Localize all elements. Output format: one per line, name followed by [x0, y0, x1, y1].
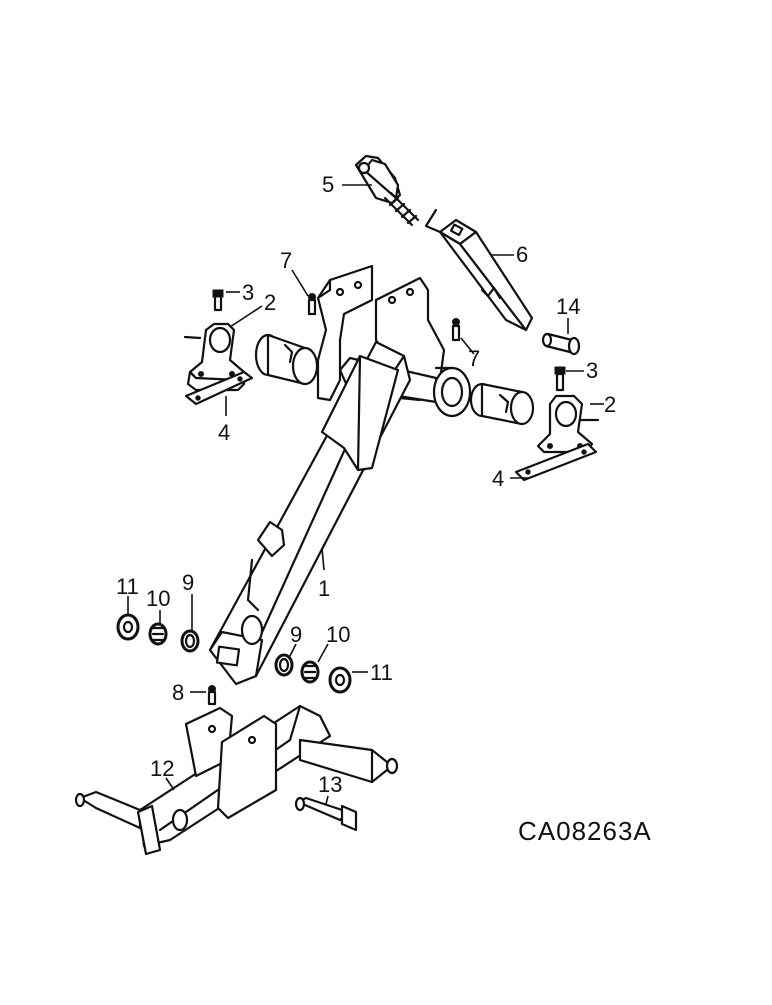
callout-3-left: 3	[242, 280, 254, 305]
drawing-code: CA08263A	[518, 816, 652, 846]
callout-2-left: 2	[264, 290, 276, 315]
callout-8: 8	[172, 680, 184, 705]
part-6-square-tube	[424, 208, 534, 332]
callout-10-right: 10	[326, 622, 350, 647]
callout-12: 12	[150, 756, 174, 781]
left-bushing	[254, 333, 319, 386]
part-1-main-arm	[208, 276, 472, 686]
callout-13: 13	[318, 772, 342, 797]
callout-labels: 5 6 7 7 3 3 2 2 4 4 14 1 9 10 11 9 10 11…	[116, 172, 616, 797]
callout-4-left: 4	[218, 420, 230, 445]
left-bearing-set	[116, 613, 200, 653]
callout-3-right: 3	[586, 358, 598, 383]
callout-7-right: 7	[468, 346, 480, 371]
callout-1: 1	[318, 576, 330, 601]
callout-11-left: 11	[116, 574, 139, 599]
right-bearing-set	[274, 653, 352, 694]
callout-9-left: 9	[182, 570, 194, 595]
part-12-axle	[74, 704, 399, 856]
callout-11-right: 11	[370, 660, 393, 685]
right-bushing	[469, 382, 535, 426]
callout-14: 14	[556, 294, 580, 319]
part-14-pin	[541, 332, 581, 356]
part-7-left-mount-plate	[307, 264, 374, 402]
callout-7-left: 7	[280, 248, 292, 273]
callout-9-right: 9	[290, 622, 302, 647]
callout-2-right: 2	[604, 392, 616, 417]
part-8-grease-fitting	[207, 685, 217, 706]
left-bearing-clamp-assembly	[183, 289, 254, 406]
part-7-right-grease-fitting	[451, 318, 461, 342]
callout-5: 5	[322, 172, 334, 197]
part-5-clevis-bolt	[354, 154, 420, 227]
callout-4-right: 4	[492, 466, 504, 491]
callout-10-left: 10	[146, 586, 170, 611]
callout-6: 6	[516, 242, 528, 267]
leader-lines	[127, 184, 604, 805]
part-13-pin	[294, 796, 358, 832]
right-bearing-clamp-assembly	[514, 366, 600, 482]
